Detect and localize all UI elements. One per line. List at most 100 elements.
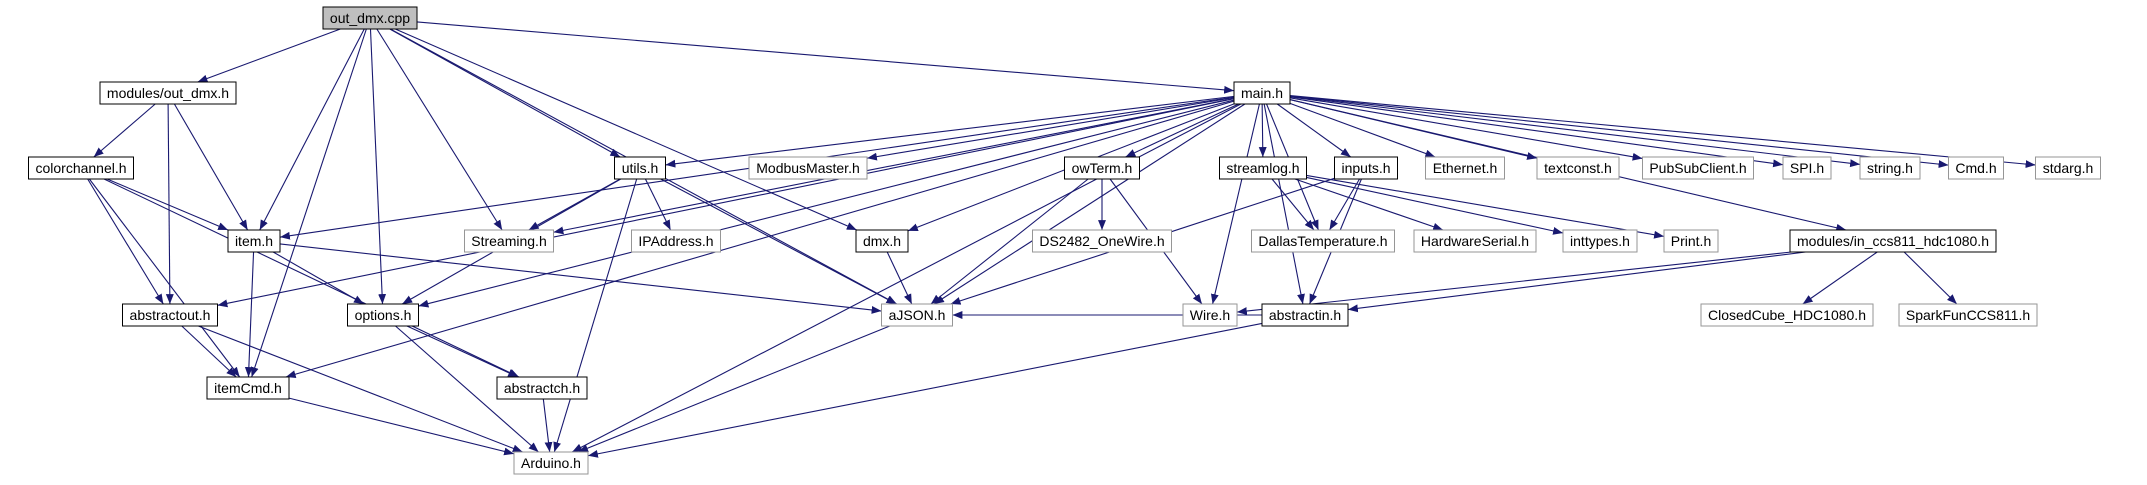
graph-node-abstractch-h[interactable]: abstractch.h [496,376,588,400]
graph-node-itemcmd-h[interactable]: itemCmd.h [206,376,290,400]
graph-node-textconst-h[interactable]: textconst.h [1536,156,1620,180]
graph-edge [1329,178,1360,231]
graph-edge [395,325,539,453]
graph-node-string-h[interactable]: string.h [1859,156,1921,180]
graph-node-box [346,303,420,327]
graph-node-abstractin-h[interactable]: abstractin.h [1261,303,1349,327]
graph-node-label: ClosedCube_HDC1080.h [1708,307,1866,323]
graph-node-box [464,229,554,253]
graph-node-pubsubclient-h[interactable]: PubSubClient.h [1642,156,1754,180]
graph-node-options-h[interactable]: options.h [346,303,420,327]
graph-node-label: textconst.h [1544,160,1612,176]
graph-node-inttypes-h[interactable]: inttypes.h [1562,229,1638,253]
nodes-layer: out_dmx.cpp modules/out_dmx.h main.h colorc… [27,6,2101,475]
graph-edge [279,243,882,314]
graph-node-label: dmx.h [863,233,901,249]
graph-edge [1271,178,1315,231]
graph-node-box [1063,156,1141,180]
graph-edge [1276,103,1352,158]
graph-node-box [322,6,418,30]
graph-edge [272,251,365,305]
graph-node-abstractout-h[interactable]: abstractout.h [121,303,219,327]
graph-node-box [496,376,588,400]
graph-node-label: Streaming.h [471,233,546,249]
graph-edge [587,322,1263,458]
graph-node-stdarg-h[interactable]: stdarg.h [2035,156,2101,180]
graph-node-label: Cmd.h [1955,160,1996,176]
graph-node-spi-h[interactable]: SPI.h [1782,156,1832,180]
graph-edge [244,251,255,378]
graph-node-box [1642,156,1754,180]
graph-node-label: colorchannel.h [35,160,126,176]
graph-edge [866,97,1235,161]
graph-node-box [1663,229,1719,253]
graph-node-out-dmx-cpp[interactable]: out_dmx.cpp [322,6,418,30]
graph-node-label: SparkFunCCS811.h [1906,307,2030,323]
graph-edge [173,103,249,231]
graph-node-dallastemperature-h[interactable]: DallasTemperature.h [1251,229,1395,253]
graph-node-box [1261,303,1349,327]
graph-edge [542,398,553,453]
graph-node-ds2482-onewire-h[interactable]: DS2482_OneWire.h [1032,229,1172,253]
graph-edge [1347,251,1806,313]
graph-node-dmx-h[interactable]: dmx.h [855,229,909,253]
graph-edge [198,325,523,453]
graph-node-hardwareserial-h[interactable]: HardwareSerial.h [1413,229,1537,253]
graph-edge [1125,103,1239,158]
graph-node-main-h[interactable]: main.h [1233,81,1291,105]
graph-node-wire-h[interactable]: Wire.h [1182,303,1238,327]
graph-node-label: streamlog.h [1226,160,1299,176]
graph-node-label: modules/in_ccs811_hdc1080.h [1797,233,1989,249]
graph-edge [259,28,365,231]
graph-node-arduino-h[interactable]: Arduino.h [513,451,589,475]
graph-node-label: DS2482_OneWire.h [1039,233,1164,249]
graph-node-closedcube-hdc1080-h[interactable]: ClosedCube_HDC1080.h [1700,303,1874,327]
graph-node-ajson-h[interactable]: aJSON.h [881,303,953,327]
graph-node-inputs-h[interactable]: inputs.h [1333,156,1399,180]
graph-node-box [1182,303,1238,327]
graph-node-box [1218,156,1308,180]
graph-node-label: abstractout.h [130,307,211,323]
graph-edge [376,28,503,231]
graph-node-owterm-h[interactable]: owTerm.h [1063,156,1141,180]
graph-node-box [1789,229,1997,253]
graph-node-cmd-h[interactable]: Cmd.h [1948,156,2004,180]
graph-node-box [748,156,868,180]
graph-node-box [1233,81,1291,105]
graph-node-modules-out-dmx-h[interactable]: modules/out_dmx.h [99,81,237,105]
graph-node-box [1562,229,1638,253]
graph-node-box [1536,156,1620,180]
graph-edge [369,28,387,305]
graph-node-label: Ethernet.h [1433,160,1498,176]
graph-node-streaming-h[interactable]: Streaming.h [464,229,554,253]
graph-node-label: IPAddress.h [638,233,713,249]
graph-node-label: utils.h [622,160,659,176]
graph-node-label: main.h [1241,85,1283,101]
graph-node-ipaddress-h[interactable]: IPAddress.h [631,229,721,253]
graph-node-box [513,451,589,475]
graph-node-label: stdarg.h [2043,160,2094,176]
graph-edge [103,178,520,378]
graph-node-ethernet-h[interactable]: Ethernet.h [1425,156,1505,180]
graph-node-modbusmaster-h[interactable]: ModbusMaster.h [748,156,868,180]
graph-node-label: inputs.h [1341,160,1390,176]
graph-node-modules-in-ccs811-hdc1080-h[interactable]: modules/in_ccs811_hdc1080.h [1789,229,1997,253]
graph-edge [1294,178,1444,231]
graph-edge [285,100,1235,379]
graph-node-streamlog-h[interactable]: streamlog.h [1218,156,1308,180]
graph-edge [1306,176,1564,235]
graph-edge [1210,103,1260,305]
graph-node-print-h[interactable]: Print.h [1663,229,1719,253]
graph-edge [389,28,621,158]
graph-node-item-h[interactable]: item.h [227,229,281,253]
graph-edge [1289,102,1436,158]
graph-edge [217,98,1235,308]
graph-edge [577,325,891,453]
graph-node-box [2035,156,2101,180]
graph-edge [886,251,913,305]
graph-node-colorchannel-h[interactable]: colorchannel.h [27,156,135,180]
graph-node-utils-h[interactable]: utils.h [613,156,667,180]
graph-edge [1289,95,1949,169]
graph-node-sparkfunccs811-h[interactable]: SparkFunCCS811.h [1898,303,2038,327]
graph-node-box [1700,303,1874,327]
